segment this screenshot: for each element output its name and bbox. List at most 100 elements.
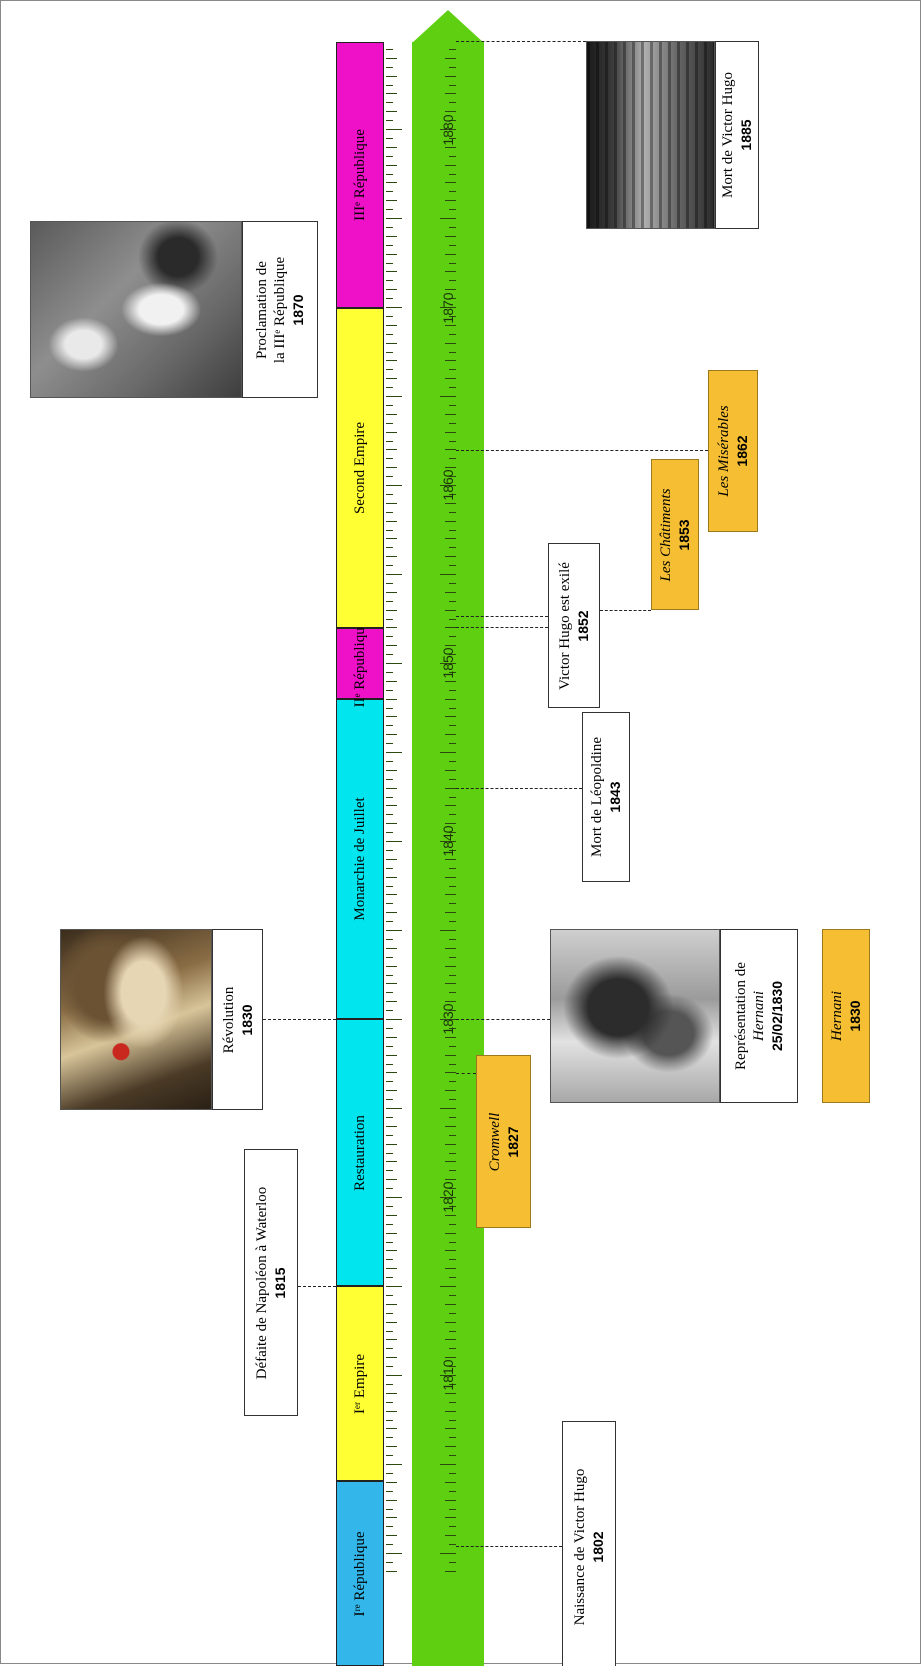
axis-tick xyxy=(445,1055,456,1056)
axis-tick xyxy=(386,1028,393,1029)
event-mort-victor-hugo: Mort de Victor Hugo 1885 xyxy=(715,41,759,229)
axis-tick xyxy=(445,1482,456,1483)
axis-tick xyxy=(449,1099,456,1100)
axis-tick xyxy=(449,458,456,459)
axis-tick xyxy=(449,992,456,993)
axis-tick xyxy=(449,263,456,264)
axis-tick xyxy=(386,1072,397,1073)
event-title: Mort de Léopoldine xyxy=(589,737,605,857)
axis-tick xyxy=(445,912,456,913)
axis-tick xyxy=(386,1055,397,1056)
axis-tick xyxy=(386,1144,397,1145)
axis-tick xyxy=(386,387,393,388)
axis-tick xyxy=(449,725,456,726)
axis-tick xyxy=(386,1517,397,1518)
event-title-line2: la IIIᵉ République xyxy=(272,256,288,363)
axis-tick xyxy=(386,859,397,860)
axis-tick xyxy=(386,1544,393,1545)
axis-tick xyxy=(449,102,456,103)
leader-chatiments xyxy=(600,610,651,611)
leader-revolution xyxy=(263,1019,336,1020)
event-title: Les Châtiments xyxy=(658,488,674,581)
event-cromwell: Cromwell 1827 xyxy=(476,1055,531,1228)
axis-tick xyxy=(440,396,456,397)
axis-tick xyxy=(449,1224,456,1225)
axis-tick xyxy=(386,156,393,157)
axis-tick xyxy=(445,200,456,201)
axis-tick xyxy=(386,1250,397,1251)
axis-tick xyxy=(445,681,456,682)
axis-tick xyxy=(386,245,393,246)
axis-tick xyxy=(449,975,456,976)
axis-tick xyxy=(386,1482,397,1483)
axis-tick xyxy=(386,476,393,477)
axis-tick xyxy=(386,325,397,326)
axis-tick xyxy=(386,948,397,949)
event-title: Mort de Victor Hugo xyxy=(720,72,736,198)
axis-tick xyxy=(386,1179,397,1180)
axis-tick xyxy=(386,521,397,522)
period-monarchie-de-juillet: Monarchie de Juillet xyxy=(336,699,384,1019)
axis-tick xyxy=(445,93,456,94)
axis-tick xyxy=(386,369,393,370)
axis-tick xyxy=(386,147,397,148)
axis-tick xyxy=(386,360,397,361)
axis-tick xyxy=(440,1108,456,1109)
axis-tick xyxy=(386,1001,397,1002)
axis-tick xyxy=(386,1473,393,1474)
axis-tick xyxy=(449,476,456,477)
axis-tick xyxy=(386,1464,402,1465)
axis-tick xyxy=(445,966,456,967)
axis-tick xyxy=(449,316,456,317)
axis-tick xyxy=(386,1064,393,1065)
axis-tick xyxy=(386,877,397,878)
axis-tick xyxy=(386,1446,397,1447)
axis-tick xyxy=(386,1402,393,1403)
axis-tick xyxy=(386,805,397,806)
axis-tick xyxy=(386,1339,397,1340)
axis-tick xyxy=(386,654,393,655)
axis-tick xyxy=(449,1046,456,1047)
axis-tick xyxy=(445,58,456,59)
event-mort-leopoldine: Mort de Léopoldine 1843 xyxy=(582,712,630,882)
axis-tick xyxy=(386,797,393,798)
axis-tick xyxy=(445,1517,456,1518)
axis-tick xyxy=(445,254,456,255)
funerailles-hugo-image xyxy=(586,41,715,229)
axis-tick xyxy=(386,894,397,895)
axis-tick xyxy=(386,1366,393,1367)
axis-tick xyxy=(386,556,397,557)
axis-tick xyxy=(445,1126,456,1127)
axis-tick xyxy=(449,601,456,602)
axis-tick xyxy=(386,779,393,780)
axis-tick xyxy=(386,1215,397,1216)
axis-tick xyxy=(386,983,397,984)
event-chatiments: Les Châtiments 1853 xyxy=(651,459,699,610)
axis-tick xyxy=(386,485,402,486)
axis-tick xyxy=(445,1001,456,1002)
axis-tick xyxy=(449,1064,456,1065)
axis-tick xyxy=(440,307,456,308)
event-revolution: Révolution 1830 xyxy=(212,929,263,1110)
axis-tick xyxy=(449,85,456,86)
event-title: Cromwell xyxy=(486,1112,503,1171)
axis-tick xyxy=(386,627,397,628)
axis-tick xyxy=(449,1384,456,1385)
event-waterloo: Défaite de Napoléon à Waterloo 1815 xyxy=(244,1149,298,1416)
axis-tick xyxy=(445,734,456,735)
axis-tick xyxy=(386,76,397,77)
axis-tick xyxy=(445,1339,456,1340)
axis-tick xyxy=(386,530,393,531)
axis-tick xyxy=(386,1019,402,1020)
axis-tick xyxy=(440,129,456,130)
axis-tick xyxy=(386,236,397,237)
axis-tick xyxy=(386,601,393,602)
axis-tick xyxy=(445,1446,456,1447)
axis-tick xyxy=(449,708,456,709)
axis-tick xyxy=(445,716,456,717)
event-naissance-hugo: Naissance de Victor Hugo 1802 xyxy=(562,1421,616,1666)
year-label-1830: 1830 xyxy=(440,1003,456,1035)
axis-tick xyxy=(449,387,456,388)
axis-tick xyxy=(386,423,393,424)
